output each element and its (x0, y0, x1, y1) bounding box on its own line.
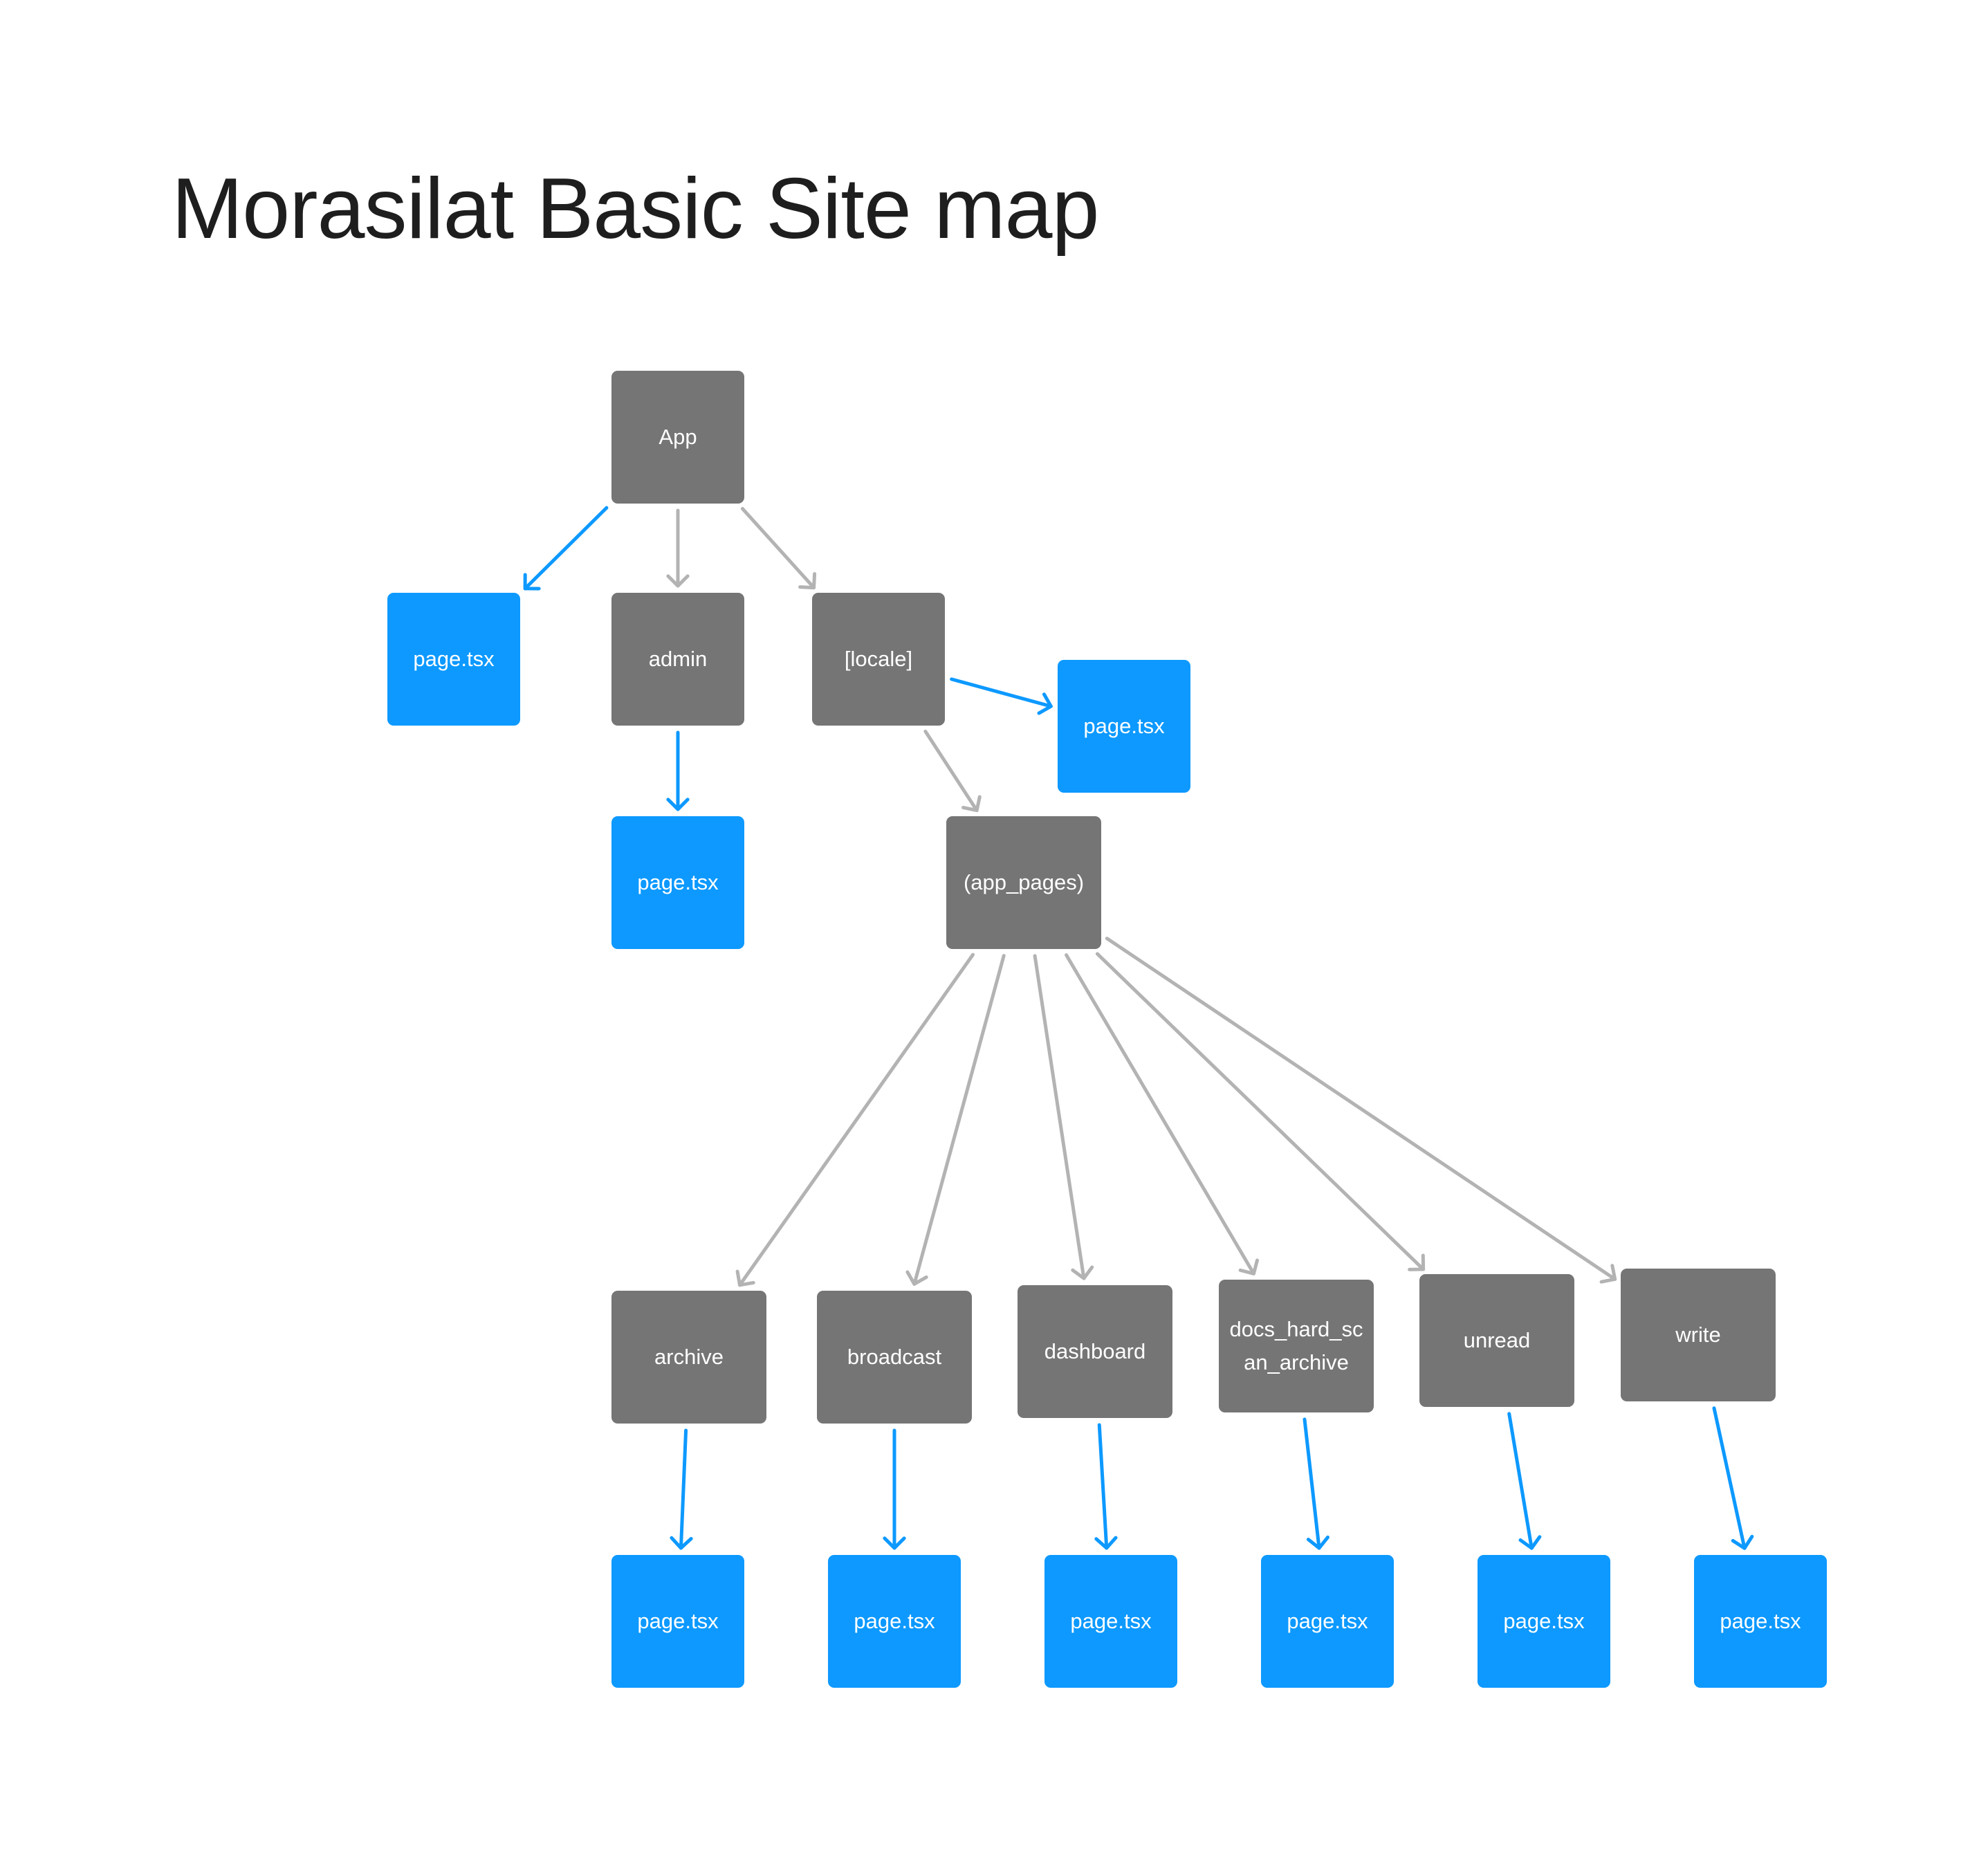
node-dashboard-page[interactable]: page.tsx (1044, 1555, 1177, 1688)
edge-line (1105, 937, 1617, 1281)
edge-line (740, 506, 816, 590)
arrowhead-icon (735, 1269, 755, 1287)
edge-locale-to-locale_page (950, 677, 1053, 715)
edge-write-to-write_page (1712, 1406, 1754, 1550)
node-app[interactable]: App (611, 371, 744, 504)
arrowhead-icon (798, 572, 817, 590)
arrowhead-icon (883, 1536, 906, 1550)
arrowhead-icon (1238, 1258, 1259, 1276)
arrowhead-icon (666, 574, 690, 588)
edge-line (1065, 953, 1255, 1276)
edge-line (1712, 1406, 1747, 1550)
edge-line (737, 952, 975, 1287)
arrowhead-icon (1071, 1265, 1094, 1280)
arrowhead-icon (1408, 1253, 1426, 1271)
edge-app-to-locale (740, 506, 817, 590)
edge-app_pages-to-broadcast (905, 954, 1006, 1286)
arrowhead-icon (1518, 1535, 1542, 1550)
arrowhead-icon (1094, 1536, 1118, 1550)
arrowhead-icon (523, 573, 541, 591)
edge-app_pages-to-write (1105, 937, 1617, 1284)
edge-broadcast-to-broadcast_page (883, 1428, 906, 1550)
edge-app-to-admin (666, 508, 690, 588)
edge-line (1303, 1417, 1321, 1550)
node-root-page[interactable]: page.tsx (387, 593, 520, 726)
edge-line (679, 1428, 688, 1550)
node-archive-page[interactable]: page.tsx (611, 1555, 744, 1688)
node-write[interactable]: write (1621, 1269, 1776, 1401)
arrowhead-icon (1731, 1534, 1754, 1550)
edge-app_pages-to-archive (735, 952, 975, 1287)
edge-docs_hard_scan_archive-to-docs_page (1303, 1417, 1329, 1550)
edge-app_pages-to-unread (1095, 952, 1426, 1271)
node-write-page[interactable]: page.tsx (1694, 1555, 1827, 1688)
arrowhead-icon (961, 795, 982, 813)
edge-line (1033, 954, 1086, 1280)
node-broadcast[interactable]: broadcast (817, 1291, 972, 1424)
edge-app_pages-to-docs_hard_scan_archive (1065, 953, 1259, 1276)
node-broadcast-page[interactable]: page.tsx (828, 1555, 961, 1688)
node-locale[interactable]: [locale] (812, 593, 945, 726)
edge-locale-to-app_pages (923, 729, 982, 813)
edge-app_pages-to-dashboard (1033, 954, 1094, 1280)
arrowhead-icon (1306, 1535, 1329, 1550)
edge-app-to-root_page (523, 506, 609, 591)
edge-line (950, 677, 1053, 708)
arrowhead-icon (1037, 692, 1053, 715)
edge-admin-to-admin_page (666, 730, 690, 811)
node-docs-hard-scan-archive[interactable]: docs_hard_scan_archive (1219, 1280, 1374, 1412)
edge-line (912, 954, 1006, 1286)
edge-line (1507, 1412, 1534, 1550)
edge-line (1095, 952, 1426, 1271)
arrowhead-icon (666, 798, 690, 811)
node-admin[interactable]: admin (611, 593, 744, 726)
node-dashboard[interactable]: dashboard (1018, 1285, 1172, 1418)
edge-line (923, 729, 979, 813)
arrowhead-icon (670, 1536, 693, 1550)
node-locale-page[interactable]: page.tsx (1058, 660, 1190, 793)
edge-unread-to-unread_page (1507, 1412, 1542, 1550)
arrowhead-icon (905, 1270, 928, 1286)
node-unread[interactable]: unread (1419, 1274, 1574, 1407)
node-archive[interactable]: archive (611, 1291, 766, 1424)
node-docs-page[interactable]: page.tsx (1261, 1555, 1394, 1688)
node-app-pages[interactable]: (app_pages) (946, 816, 1101, 949)
node-unread-page[interactable]: page.tsx (1478, 1555, 1610, 1688)
node-admin-page[interactable]: page.tsx (611, 816, 744, 949)
edge-line (1097, 1423, 1109, 1550)
page-title: Morasilat Basic Site map (172, 161, 1099, 257)
edge-archive-to-archive_page (670, 1428, 693, 1550)
edge-dashboard-to-dashboard_page (1094, 1423, 1118, 1550)
edge-line (523, 506, 609, 591)
arrowhead-icon (1599, 1264, 1617, 1284)
